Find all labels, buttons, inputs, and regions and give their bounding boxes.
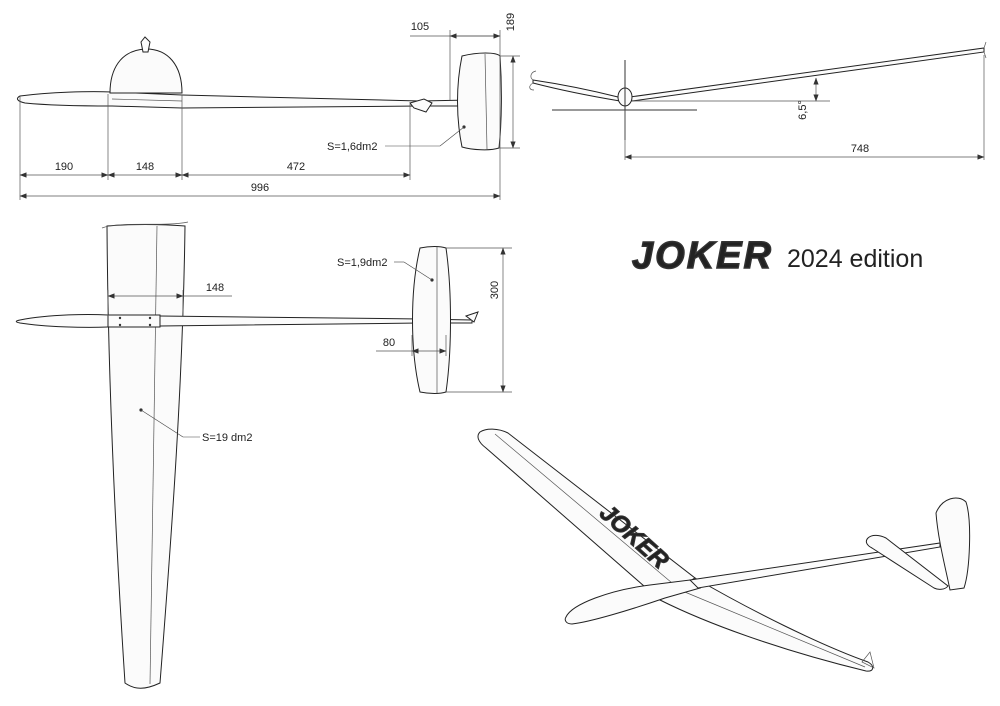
side-label-190: 190 [55,161,73,173]
front-left-wing [532,79,621,102]
side-wing-pylon [109,48,183,94]
top-wing-saddle [107,314,161,328]
edition-label: 2024 edition [787,245,923,273]
front-view: 6,5° 748 [529,41,987,160]
side-label-148: 148 [136,161,154,173]
title-block: JOKER 2024 edition [631,234,923,277]
top-bolt-3 [148,316,152,320]
top-wing-area-label: S=19 dm2 [202,432,252,444]
side-label-472: 472 [287,161,305,173]
side-wing-tip-fin [140,36,151,53]
persp-left-wing [477,428,696,601]
top-bolt-1 [118,316,122,320]
top-stab-leader [403,261,433,281]
persp-wingtip [861,651,875,669]
top-fuselage [15,314,473,328]
top-bolt-2 [118,323,122,327]
persp-fin [935,497,971,591]
front-right-wing [629,47,985,102]
side-label-105: 105 [411,21,429,33]
top-wing-root-cut [101,221,189,229]
perspective-view: JOKER [477,428,971,672]
side-fuselage [16,91,471,109]
top-stabilizer [412,246,451,394]
side-rudder-hinge [484,53,488,150]
side-view: S=1,6dm2 190 148 472 996 105 189 [16,13,520,200]
top-stab-span-label: 300 [489,281,501,299]
side-pylon-line [111,98,183,102]
top-wing-leader [140,409,184,438]
front-right-tip [983,41,987,59]
top-stab-area-label: S=1,9dm2 [337,257,387,269]
side-label-189: 189 [505,13,517,31]
persp-fuselage [564,579,702,625]
side-fin [457,52,502,151]
top-wing-spar [149,225,158,685]
front-span-label: 748 [851,143,869,155]
side-label-996: 996 [251,182,269,194]
side-fin-area-label: S=1,6dm2 [327,141,377,153]
persp-stabilizer [865,534,949,590]
logo-joker: JOKER [632,235,773,277]
persp-tail-boom [688,542,941,589]
top-fin-tip [464,311,479,323]
persp-left-wing-spar [494,433,679,589]
side-stab-mount [409,98,433,113]
front-dihedral-label: 6,5° [797,100,809,120]
top-wing [106,224,186,689]
front-left-tip [529,70,537,91]
top-chord-label: 148 [206,282,224,294]
top-stab-chord-label: 80 [383,337,395,349]
persp-right-wing-spar [679,589,866,668]
top-view: S=19 dm2 S=1,9dm2 148 300 80 [15,221,512,689]
side-fin-leader [439,126,465,147]
top-bolt-4 [148,323,152,327]
